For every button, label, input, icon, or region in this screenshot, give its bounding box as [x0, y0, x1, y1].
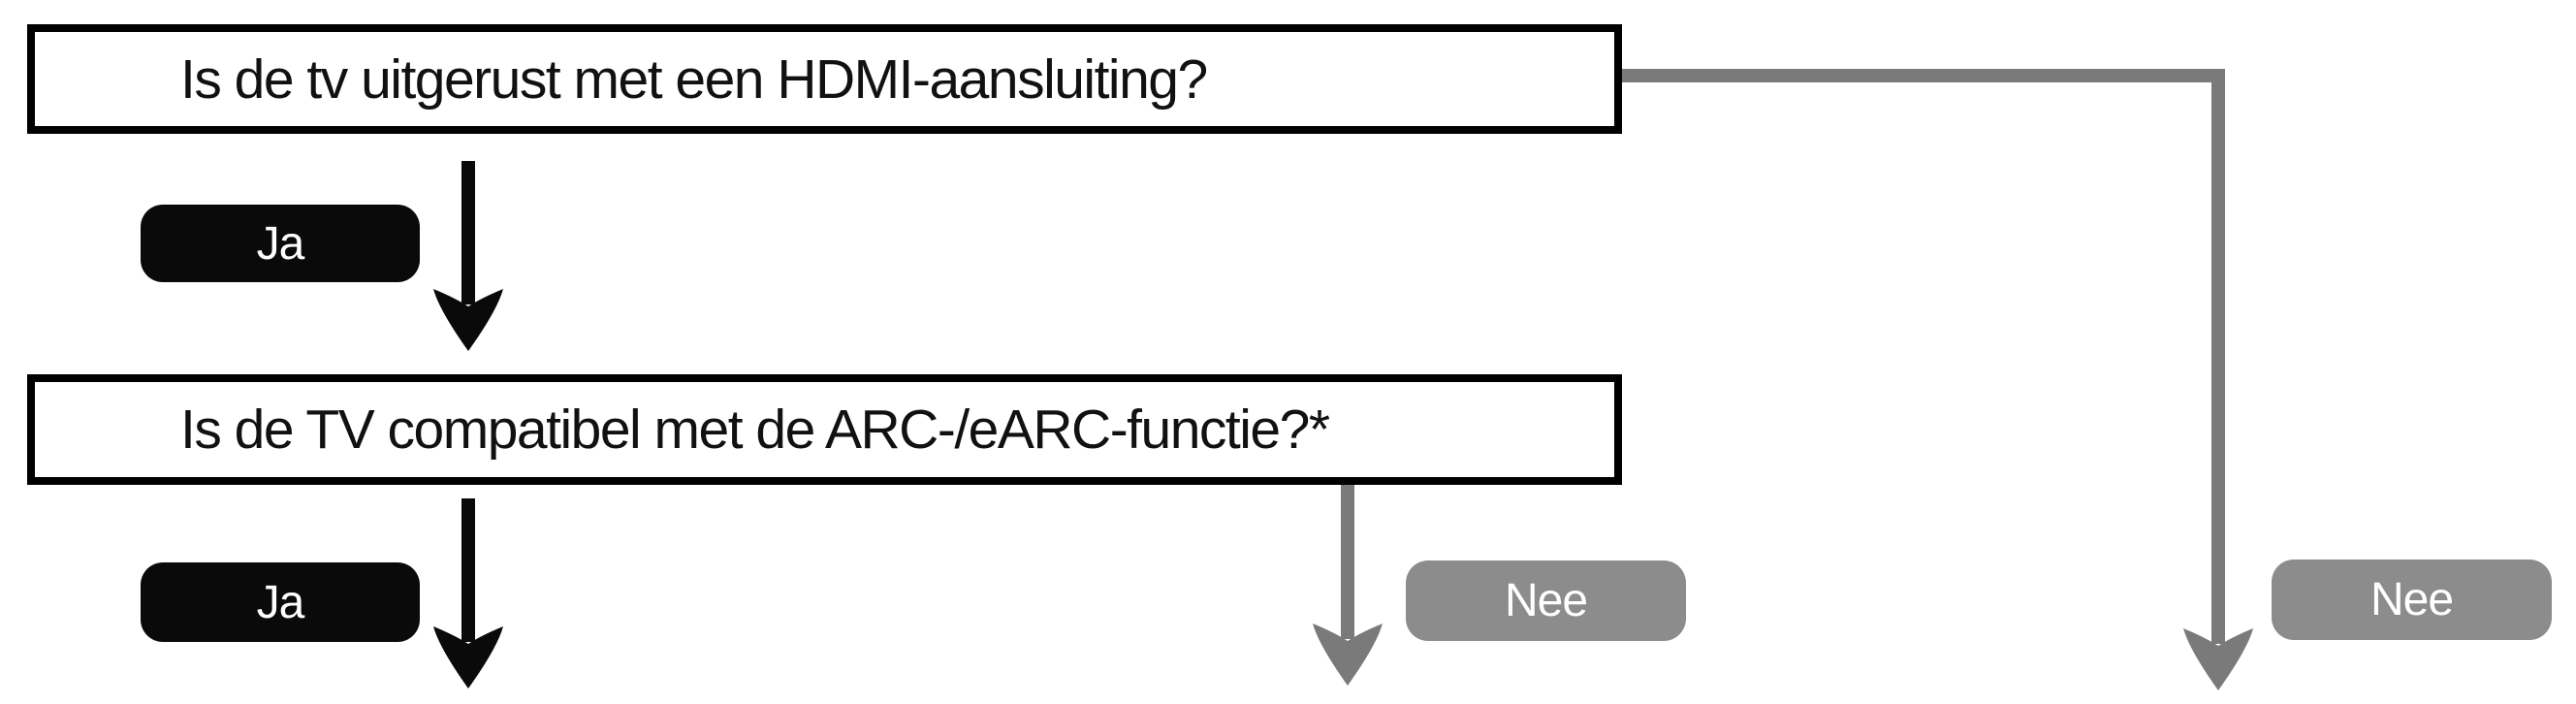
yes-arrow-1 — [433, 161, 503, 351]
question-box-hdmi: Is de tv uitgerust met een HDMI-aansluit… — [27, 24, 1622, 134]
question-text-hdmi: Is de tv uitgerust met een HDMI-aansluit… — [180, 48, 1208, 111]
no-arrow-arc-head — [1313, 624, 1383, 686]
no-arrow-hdmi-vertical — [2211, 69, 2225, 644]
yes-arrow-2 — [433, 498, 503, 688]
answer-pill-nee-1: Nee — [1406, 560, 1686, 641]
answer-label-nee-2: Nee — [2369, 574, 2454, 625]
question-text-arc: Is de TV compatibel met de ARC-/eARC-fun… — [180, 399, 1330, 461]
answer-label-ja-1: Ja — [256, 217, 305, 270]
yes-arrow-1-shaft — [461, 161, 475, 304]
yes-arrow-2-head — [433, 626, 503, 688]
no-arrow-arc-shaft — [1341, 485, 1354, 639]
answer-label-nee-1: Nee — [1504, 575, 1588, 626]
no-arrow-arc — [1313, 485, 1383, 686]
answer-label-ja-2: Ja — [256, 576, 305, 628]
answer-pill-ja-2: Ja — [141, 562, 420, 642]
yes-arrow-2-shaft — [461, 498, 475, 642]
no-arrow-hdmi-horizontal — [1622, 69, 2225, 82]
no-arrow-hdmi-head — [2183, 628, 2253, 690]
answer-pill-nee-2: Nee — [2272, 560, 2552, 640]
yes-arrow-1-head — [433, 289, 503, 351]
answer-pill-ja-1: Ja — [141, 205, 420, 282]
no-arrow-hdmi — [1622, 69, 2253, 690]
question-box-arc: Is de TV compatibel met de ARC-/eARC-fun… — [27, 374, 1622, 485]
